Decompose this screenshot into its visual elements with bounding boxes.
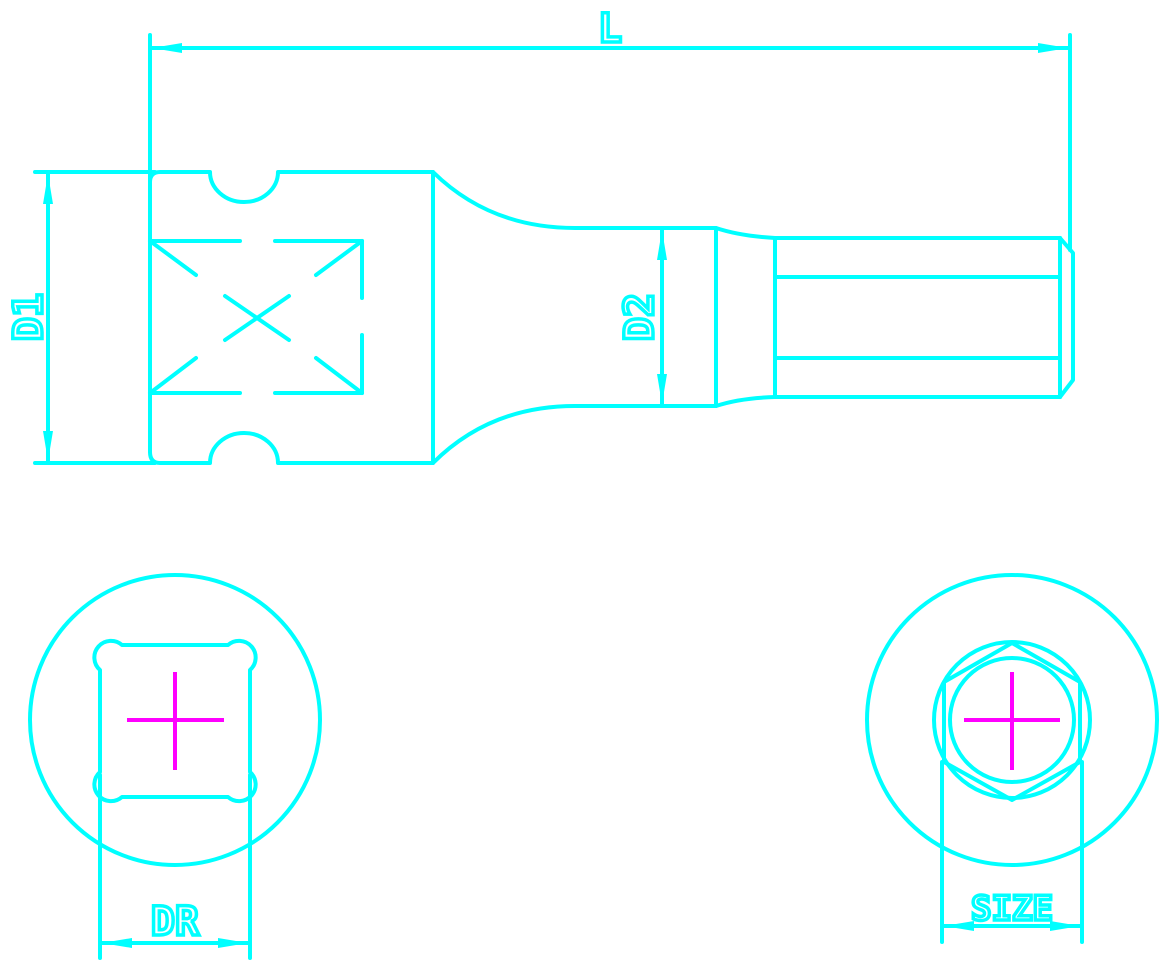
length-dimension: L (148, 4, 1072, 252)
size-label: SIZE (971, 889, 1053, 929)
drive-label: DR (151, 899, 200, 945)
hex-end-view: SIZE (865, 573, 1159, 944)
socket-side-view (148, 170, 1075, 465)
d2-label: D2 (617, 293, 663, 341)
drive-end-view: DR (28, 573, 322, 960)
length-label: L (598, 6, 622, 52)
d1-dimension: D1 (4, 170, 157, 465)
d1-label: D1 (6, 293, 52, 341)
d2-dimension: D2 (615, 228, 667, 406)
